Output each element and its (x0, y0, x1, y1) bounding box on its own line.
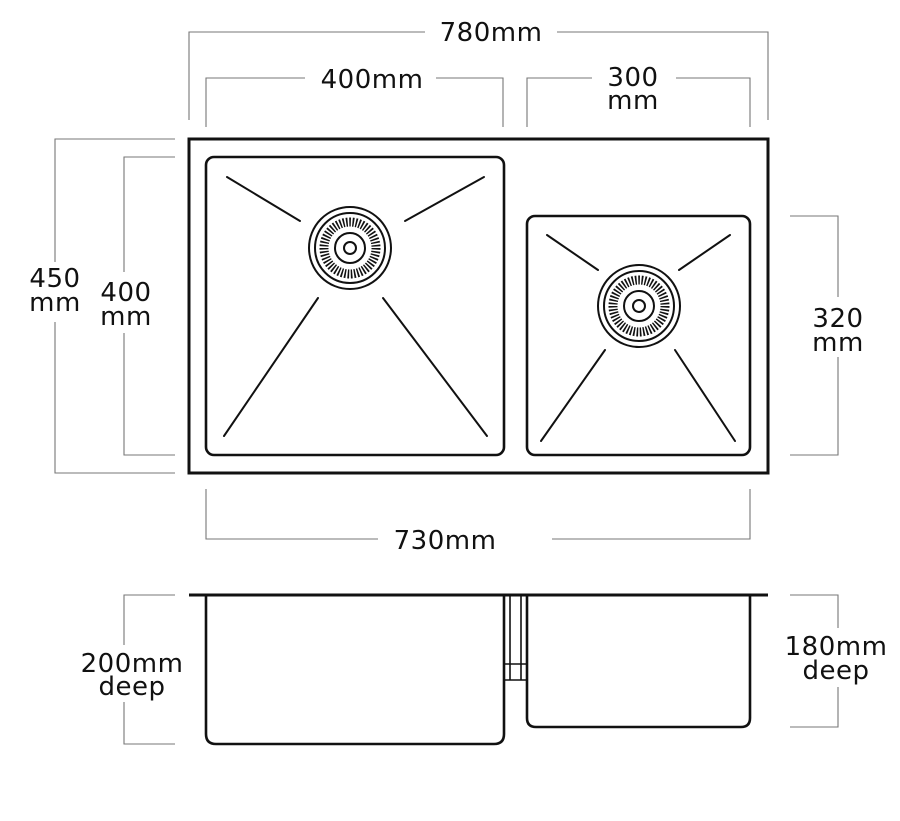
left-bowl-side (204, 595, 506, 746)
dimension-right-bowl-depth: 180mm deep (785, 594, 888, 728)
left-drain-icon (308, 206, 392, 290)
right-bowl-length-value: 320 (812, 304, 863, 334)
right-bowl-depth-word: deep (803, 656, 870, 686)
right-bowl-width-unit: mm (607, 86, 659, 116)
left-bowl-depth-value: 200mm (81, 649, 184, 679)
left-bowl-top (204, 155, 506, 457)
dimension-overall-depth: 450 mm (29, 138, 175, 474)
right-bowl-depth-value: 180mm (785, 632, 888, 662)
sink-outline-top (187, 137, 770, 475)
left-bowl-length-value: 400 (100, 278, 151, 308)
dimension-left-bowl-depth: 200mm deep (81, 594, 184, 745)
dimension-right-bowl-width: 300 mm (526, 63, 751, 127)
dimension-left-bowl-length: 400 mm (100, 156, 175, 456)
dimension-overall-width: 780mm (188, 18, 769, 120)
dimension-bowls-span: 730mm (205, 489, 751, 556)
left-bowl-depth-word: deep (99, 672, 166, 702)
right-bowl-length-unit: mm (812, 328, 864, 358)
dimension-left-bowl-width: 400mm (205, 65, 504, 127)
dimension-right-bowl-length: 320 mm (790, 215, 864, 456)
left-bowl-grooves (223, 176, 488, 437)
bowl-connector-side (504, 595, 527, 681)
right-bowl-side (525, 595, 752, 729)
right-bowl-grooves (540, 234, 736, 442)
top-view (187, 137, 770, 475)
overall-width-label: 780mm (440, 18, 543, 48)
right-bowl-top (525, 214, 752, 457)
right-drain-icon (597, 264, 681, 348)
bowls-span-label: 730mm (394, 526, 497, 556)
side-view (189, 593, 768, 746)
right-bowl-width-value: 300 (607, 63, 658, 93)
overall-depth-value: 450 (29, 264, 80, 294)
overall-depth-unit: mm (29, 288, 81, 318)
left-bowl-length-unit: mm (100, 302, 152, 332)
left-bowl-width-label: 400mm (321, 65, 424, 95)
